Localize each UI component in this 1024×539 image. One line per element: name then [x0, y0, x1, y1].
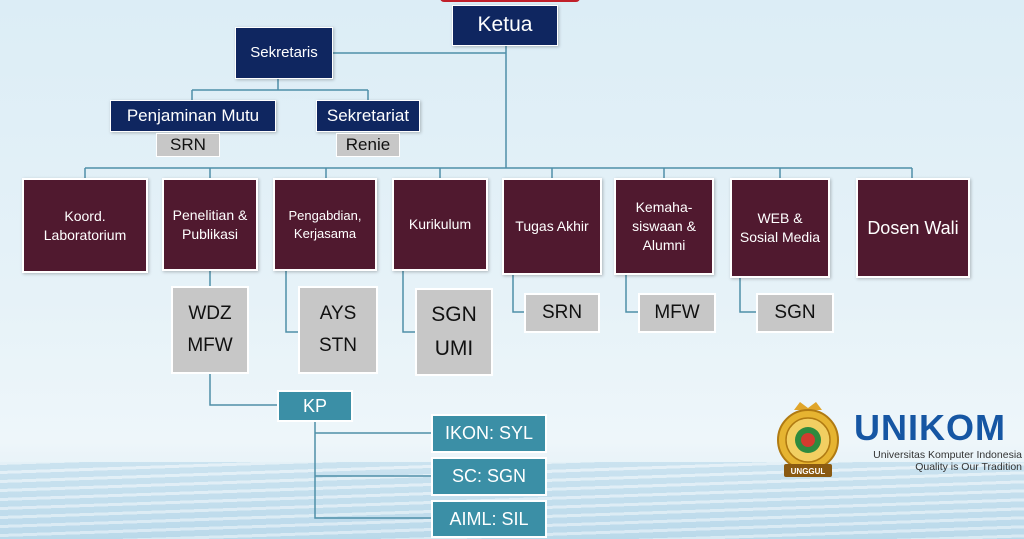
unikom-tagline: Quality is Our Tradition	[915, 461, 1022, 473]
staff-initials: SGN	[431, 303, 477, 327]
unit-student-affairs: Kemaha-siswaan & Alumni	[614, 178, 714, 275]
staff-initials: UMI	[434, 337, 474, 360]
staff-initials: AYS	[319, 302, 357, 324]
staff-initials: STN	[319, 335, 357, 356]
seal-ribbon-text: UNGGUL	[791, 467, 826, 476]
kp-group-ikon: IKON: SYL	[431, 414, 547, 453]
chairman-box: Ketua	[452, 5, 558, 46]
unit-academic-advisor: Dosen Wali	[856, 178, 970, 278]
title-remnant	[440, 0, 580, 2]
kp-box: KP	[277, 390, 353, 422]
unikom-wordmark: UNIKOM	[854, 407, 1006, 448]
staff-web-social-media: SGN	[756, 293, 834, 333]
staff-student-affairs: MFW	[638, 293, 716, 333]
connector-kp	[209, 373, 278, 406]
unit-final-project: Tugas Akhir	[502, 178, 602, 275]
unikom-logo: UNGGUL UNIKOM Universitas Komputer Indon…	[770, 402, 1024, 480]
unit-web-social-media: WEB & Sosial Media	[730, 178, 830, 278]
staff-final-project: SRN	[524, 293, 600, 333]
staff-community-service: AYS STN	[298, 286, 378, 374]
secretariat-staff: Renie	[336, 133, 400, 157]
unikom-seal-icon: UNGGUL	[777, 402, 839, 477]
unit-research-publication: Penelitian & Publikasi	[162, 178, 258, 271]
secretary-box: Sekretaris	[235, 27, 333, 79]
kp-group-aiml: AIML: SIL	[431, 500, 547, 538]
quality-assurance-staff: SRN	[156, 133, 220, 157]
quality-assurance-box: Penjaminan Mutu	[110, 100, 276, 132]
unit-curriculum: Kurikulum	[392, 178, 488, 271]
kp-group-sc: SC: SGN	[431, 457, 547, 496]
staff-initials: WDZ	[188, 302, 232, 324]
staff-initials: MFW	[187, 335, 233, 356]
unit-community-service: Pengabdian, Kerjasama	[273, 178, 377, 271]
unit-lab-coordinator: Koord. Laboratorium	[22, 178, 148, 273]
staff-curriculum: SGN UMI	[415, 288, 493, 376]
unikom-subtitle: Universitas Komputer Indonesia	[873, 449, 1022, 461]
secretariat-box: Sekretariat	[316, 100, 420, 132]
staff-research-publication: WDZ MFW	[171, 286, 249, 374]
